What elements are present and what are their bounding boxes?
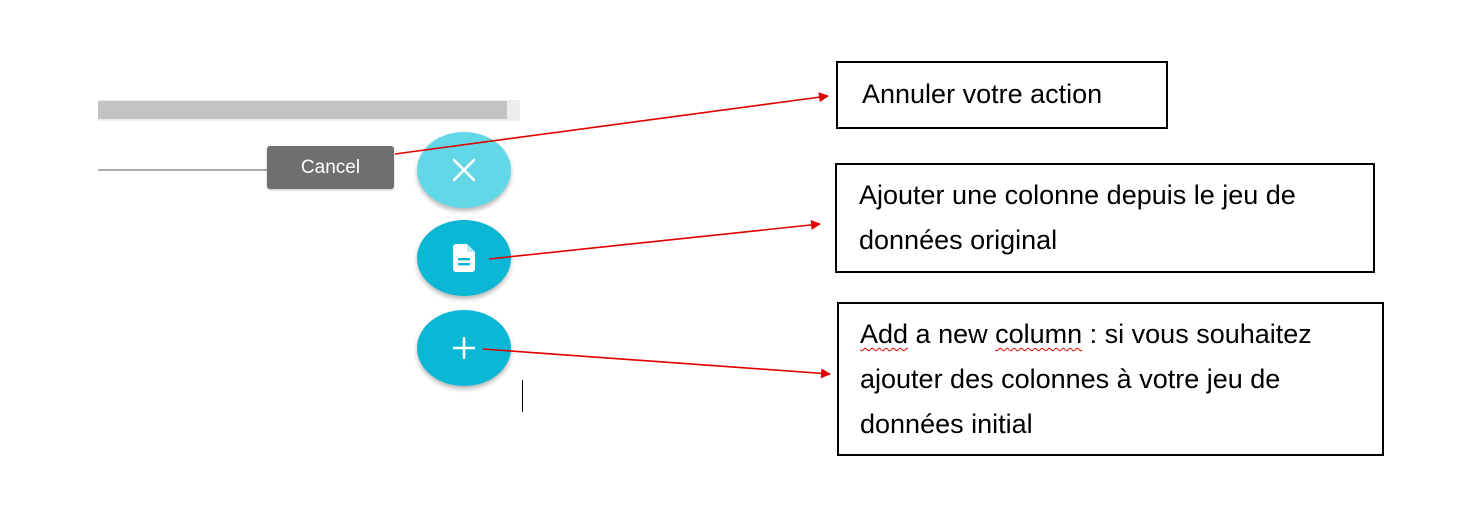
cancel-button[interactable]: Cancel — [267, 146, 394, 189]
progress-bar-fill — [98, 101, 507, 119]
new-column-annotation-line2: ajouter des colonnes à votre jeu de — [860, 364, 1281, 394]
plus-icon — [453, 337, 475, 359]
new-column-term-column: column — [995, 319, 1083, 349]
document-icon — [453, 244, 475, 272]
cancel-annotation-box: Annuler votre action — [836, 61, 1168, 129]
add-new-column-button[interactable] — [417, 310, 511, 386]
close-icon — [451, 157, 477, 183]
original-column-annotation-line2: données original — [859, 225, 1058, 255]
cancel-annotation-text: Annuler votre action — [862, 79, 1103, 109]
new-column-annotation-line3: données initial — [860, 409, 1033, 439]
input-underline — [98, 169, 270, 171]
new-column-annotation-line1: Add a new column : si vous souhaitez — [860, 312, 1382, 357]
new-column-term-add: Add — [860, 319, 909, 349]
text-caret — [522, 380, 523, 412]
close-fab-button[interactable] — [417, 132, 511, 208]
new-column-annotation-rest: : si vous souhaitez — [1082, 319, 1312, 349]
original-column-annotation-line1: Ajouter une colonne depuis le jeu de — [859, 180, 1296, 210]
original-column-annotation-box: Ajouter une colonne depuis le jeu de don… — [835, 163, 1375, 273]
new-column-annotation-box: Add a new column : si vous souhaitez ajo… — [837, 302, 1384, 456]
original-column-arrow — [488, 219, 821, 260]
add-original-column-button[interactable] — [417, 220, 511, 296]
new-column-arrow — [482, 348, 831, 379]
new-column-word-a-new: a new — [908, 319, 996, 349]
